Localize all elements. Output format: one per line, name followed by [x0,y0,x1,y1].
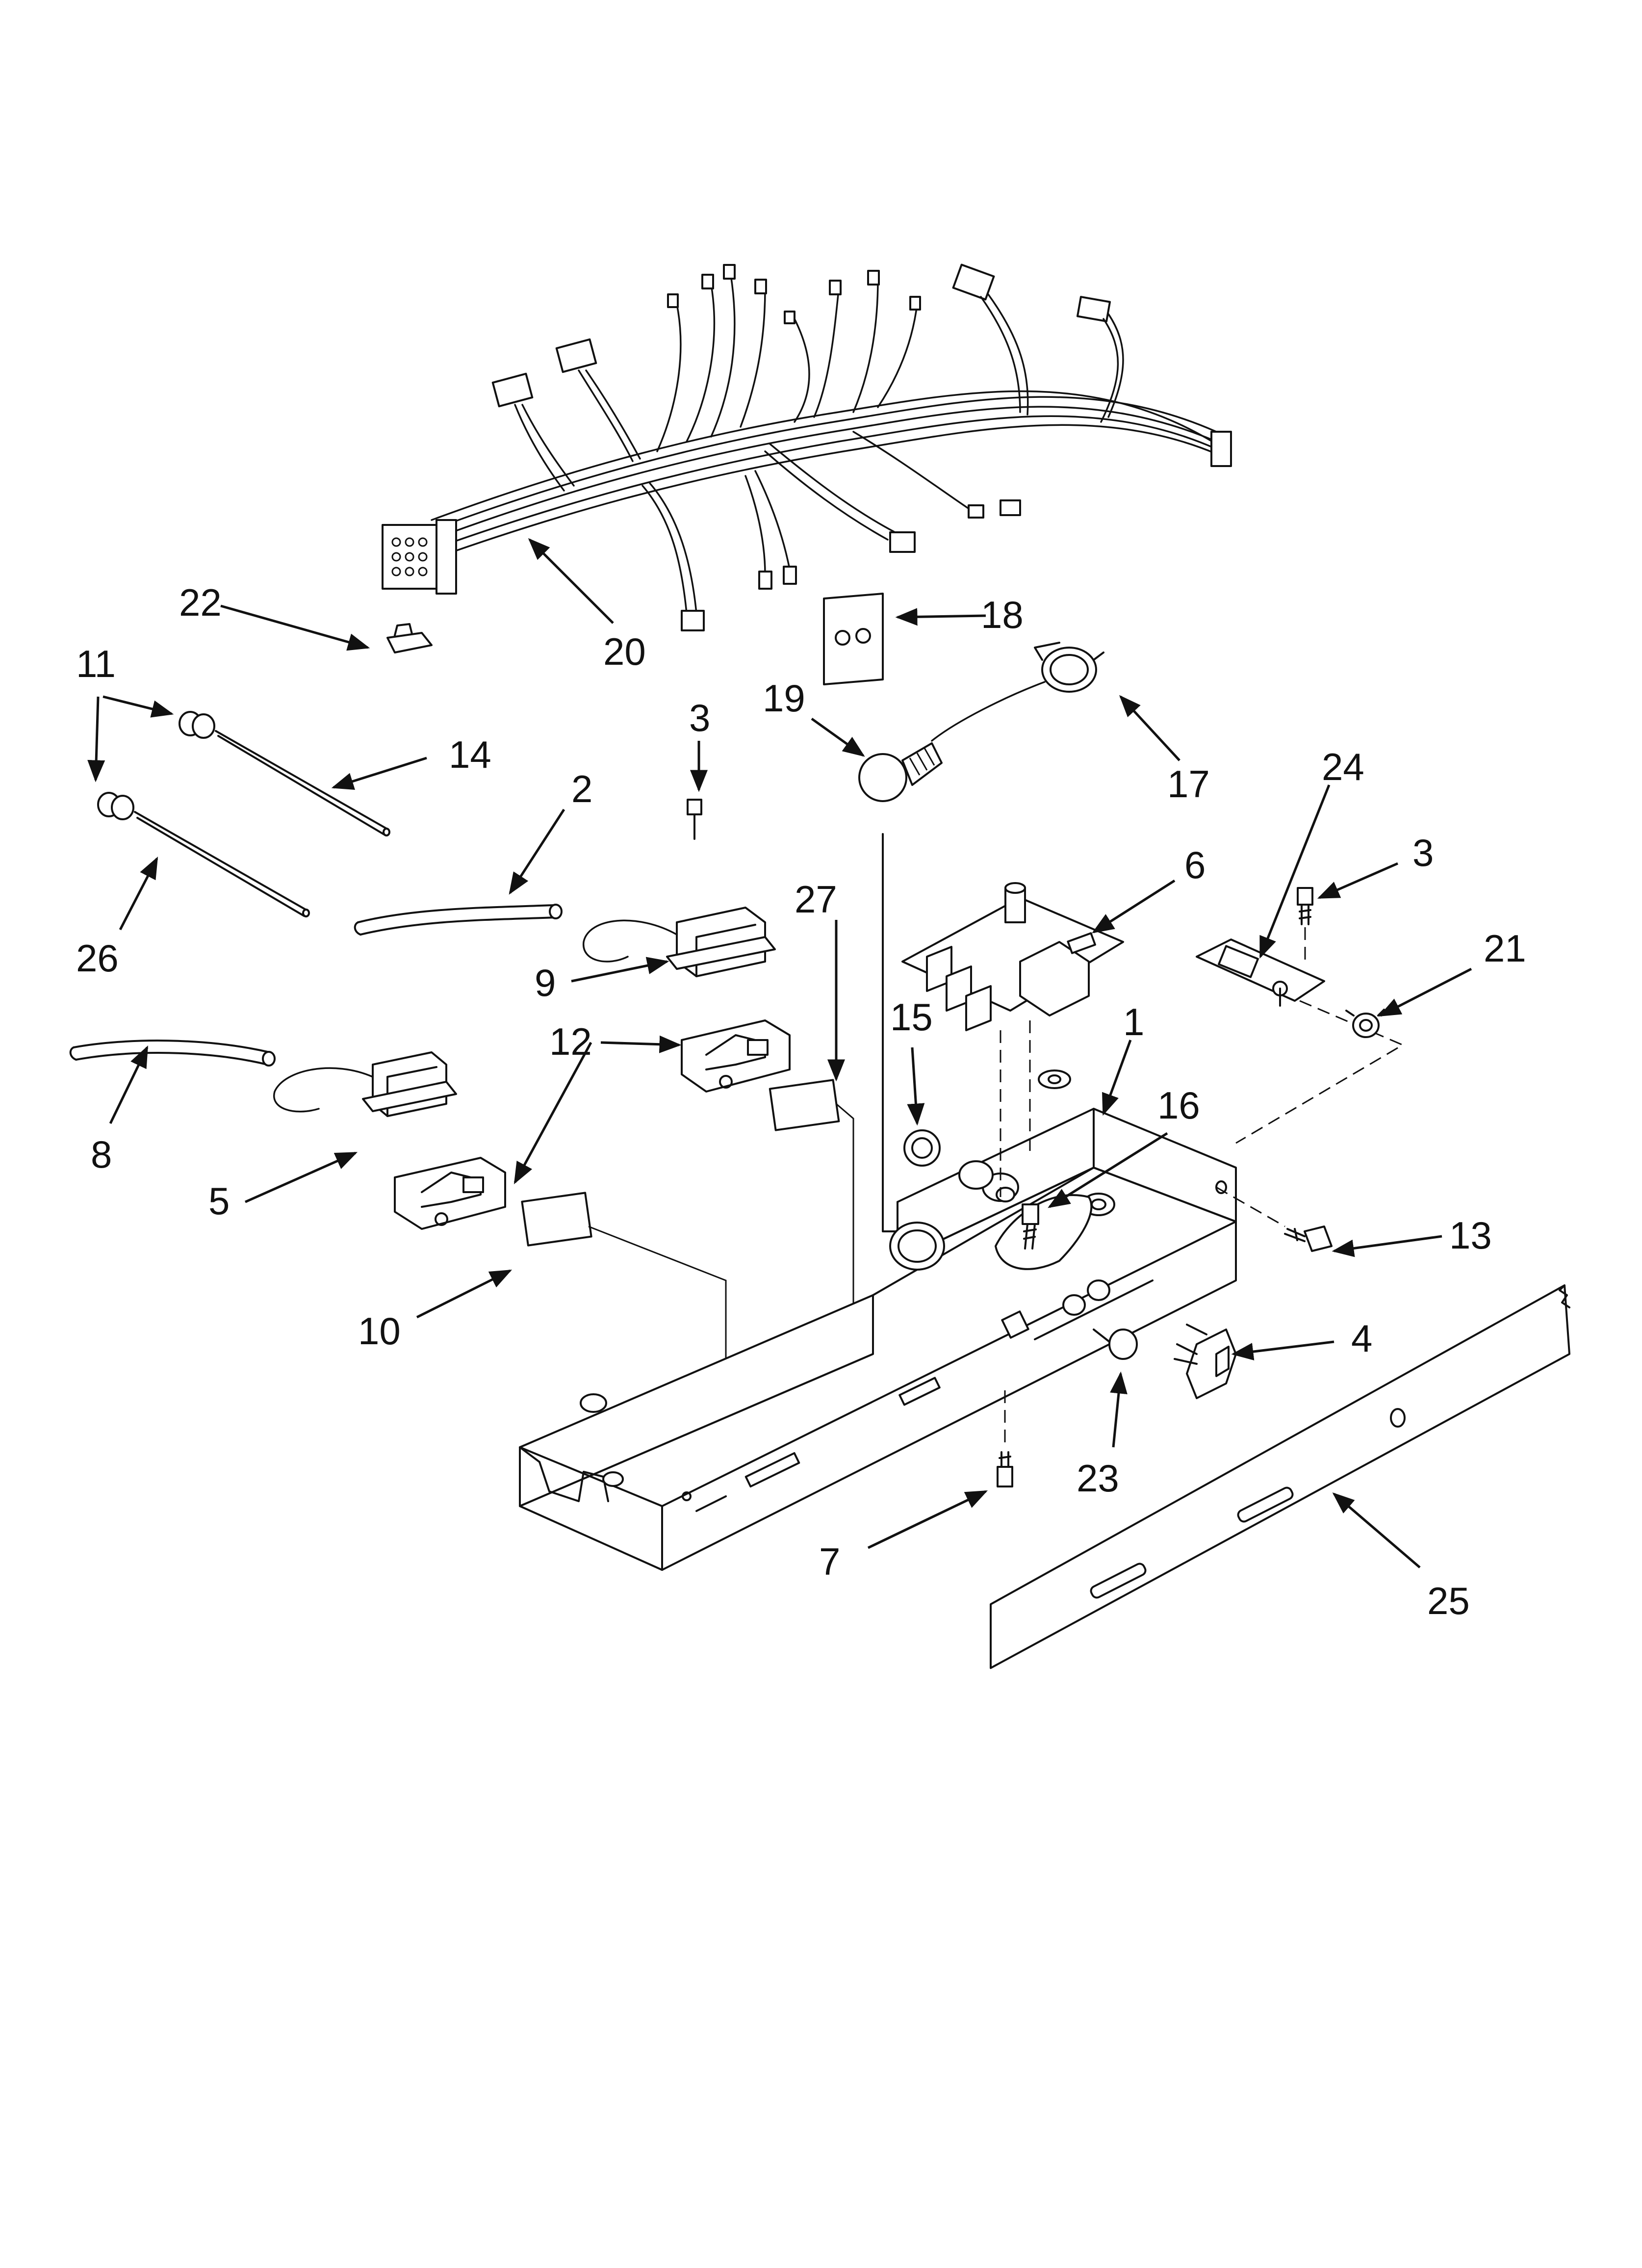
tube-lower-part [69,1040,276,1067]
clip-part-21 [1345,1009,1385,1038]
switch-bracket-lower-part [394,1157,506,1230]
callout-20: 20 [603,630,646,673]
callout-18: 18 [981,593,1024,636]
tube-part [354,904,563,936]
callout-6: 6 [1184,843,1206,886]
label-part-27 [769,1079,840,1131]
callout-10: 10 [358,1309,401,1353]
door-switch-lower-part [273,1051,457,1117]
callout-14: 14 [449,733,491,776]
callout-9: 9 [535,961,556,1004]
trim-panel-part [990,1284,1570,1669]
callout-17: 17 [1167,762,1210,806]
callout-13: 13 [1449,1214,1492,1257]
callout-8: 8 [91,1133,112,1176]
callout-23: 23 [1077,1457,1119,1500]
sensor-board-part [1196,938,1405,1144]
wire-harness-part [382,263,1232,631]
callout-12: 12 [549,1020,592,1063]
callout-5: 5 [208,1179,230,1223]
control-board-part [901,882,1124,1197]
callout-22: 22 [179,581,222,624]
callout-4: 4 [1351,1317,1372,1360]
callout-7: 7 [819,1540,840,1583]
callout-1: 1 [1123,1000,1144,1043]
callout-26: 26 [76,937,119,980]
screw-part-16 [1022,1203,1039,1250]
callout-24: 24 [1322,745,1364,788]
door-switch-upper-part [583,799,776,977]
harness-main-connector [382,524,442,590]
knob-part-4 [1174,1324,1237,1399]
screw-part-13 [1216,1186,1333,1252]
callout-3-right: 3 [1412,831,1434,874]
callout-2: 2 [571,767,592,810]
callout-16: 16 [1157,1084,1200,1127]
switch-bracket-upper-part [681,1019,791,1093]
insulator-pad-part [823,593,884,685]
light-bulb-part [858,742,943,802]
callout-27: 27 [795,878,837,921]
knob-part-23 [1093,1329,1138,1360]
callout-25: 25 [1427,1579,1470,1622]
screw-part-3-right [1297,887,1313,962]
harness-terminal [681,610,705,631]
wire-clip-part [386,623,433,653]
callout-19: 19 [763,677,805,720]
leader-lines [87,538,1472,1568]
screw-part-7 [997,1388,1013,1487]
callout-labels: 22 20 18 19 17 11 14 26 2 3 9 27 6 24 3 … [76,581,1526,1622]
callout-21: 21 [1484,927,1526,970]
grommet-rod-upper-part [179,711,390,836]
label-part-10 [521,1192,592,1247]
control-housing-part [519,1069,1237,1571]
callout-3-upper: 3 [689,696,710,739]
lamp-socket-part [931,642,1104,742]
callout-11: 11 [76,642,116,685]
grommet-part-15 [903,1129,994,1190]
callout-15: 15 [890,995,933,1039]
grommet-rod-lower-part [97,792,310,917]
